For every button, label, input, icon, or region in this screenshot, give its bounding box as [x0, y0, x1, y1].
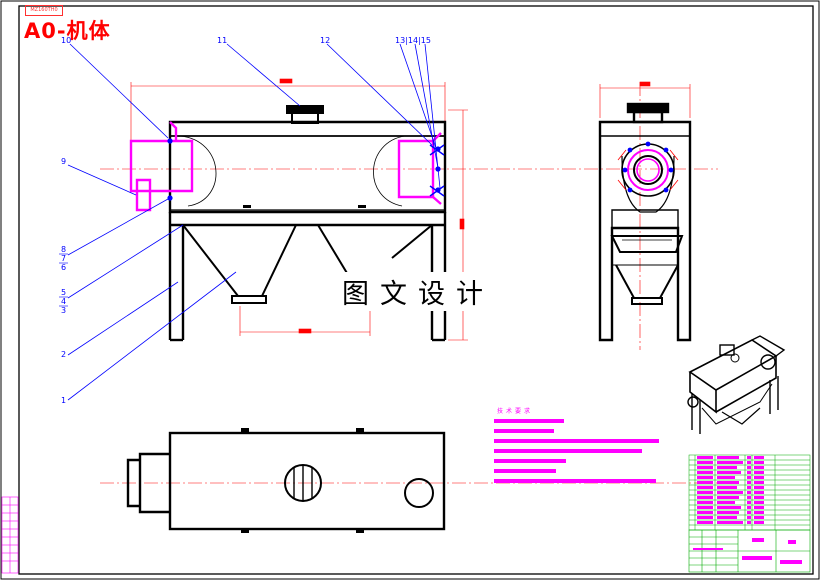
callout-13-15: 13|14|15 [395, 36, 431, 45]
parts-list-text [697, 456, 764, 524]
drum-end-curve-left [179, 135, 217, 207]
callout-12: 12 [320, 36, 331, 45]
leader-underlines [59, 253, 68, 307]
isometric-view [687, 335, 786, 434]
callout-11: 11 [217, 36, 228, 45]
side-frame [598, 120, 692, 342]
top-outlet-small [404, 478, 434, 508]
callout-9: 9 [61, 157, 67, 166]
drum-end-curve-right [373, 135, 406, 207]
callout-5: 5 [61, 288, 67, 297]
side-drum [621, 143, 675, 213]
callout-8: 8 [61, 245, 67, 254]
watermark-text: 图文设计 [338, 272, 498, 311]
front-view [100, 78, 718, 342]
callout-6: 6 [61, 263, 67, 272]
callout-3: 3 [61, 306, 67, 315]
technical-requirements-title: 技术要求 [497, 408, 534, 415]
parts-list-table [688, 454, 811, 531]
dimension-hopper [239, 306, 371, 336]
callout-4: 4 [61, 297, 67, 306]
callout-1: 1 [61, 396, 67, 405]
side-view [598, 81, 692, 350]
right-end-housing [397, 132, 442, 205]
callout-7: 7 [61, 254, 67, 263]
inner-border [18, 5, 814, 575]
top-outlet-circle [284, 464, 322, 502]
title-block [688, 529, 811, 573]
technical-requirements-lines [494, 419, 659, 483]
leader-lines [67, 43, 441, 401]
callout-2: 2 [61, 350, 67, 359]
drawing-code-tag: MZ160TH0 [25, 5, 63, 16]
fasteners-side [622, 141, 674, 193]
top-drum-body [168, 431, 446, 531]
drawing-title: A0-机体 [24, 19, 111, 43]
side-hopper [610, 235, 684, 305]
top-motor [138, 452, 170, 514]
callout-10: 10 [61, 36, 72, 45]
left-side-strip [1, 496, 19, 574]
dimension-width [599, 81, 691, 118]
title-block-marks [693, 538, 802, 564]
top-outlet [286, 105, 324, 124]
